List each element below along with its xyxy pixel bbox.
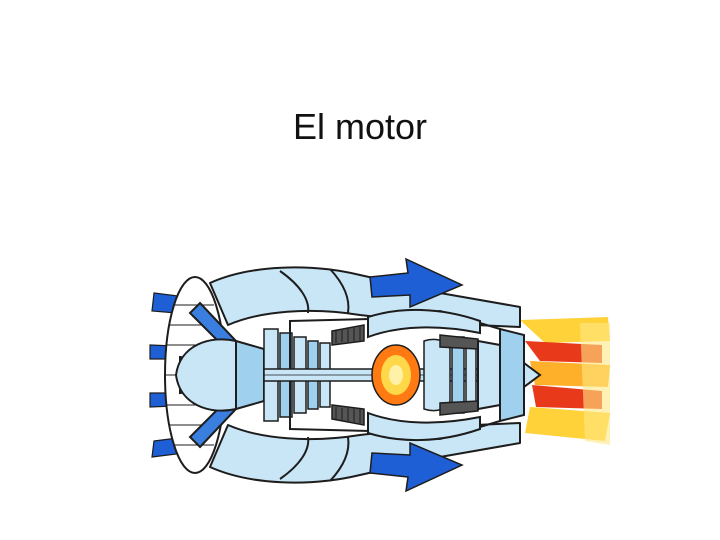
core-casing [289, 308, 501, 442]
exhaust-flames [520, 317, 610, 445]
bypass-airflow-arrows [369, 257, 464, 493]
turbine-stages [423, 334, 479, 416]
slide-title: El motor [292, 106, 428, 147]
exhaust-cone [477, 327, 542, 423]
combustion-chamber [371, 344, 421, 406]
jet-engine-illustration [140, 245, 620, 505]
nose-cone [174, 338, 265, 412]
jet-engine-svg [149, 257, 610, 493]
